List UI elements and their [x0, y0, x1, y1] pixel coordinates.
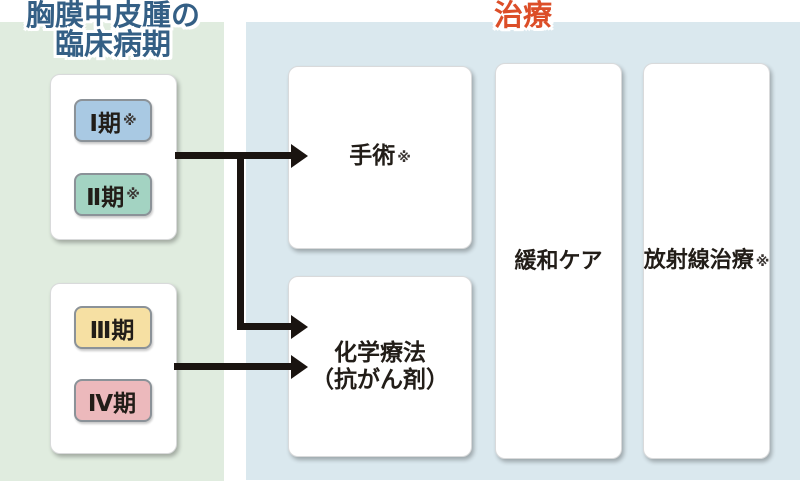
stage-3-chip: Ⅲ期: [74, 306, 152, 349]
arrow-branch-to-chemotherapy-head-icon: [291, 315, 308, 339]
chemotherapy-label-wrap: 化学療法 （抗がん剤）: [311, 340, 449, 394]
arrow-stages12-to-surgery-shaft: [175, 152, 291, 159]
stage-2-label: Ⅱ期: [86, 184, 125, 211]
surgery-label: 手術: [349, 143, 396, 169]
arrow-stages12-to-surgery-head-icon: [291, 144, 308, 168]
palliative-care-label-wrap: 緩和ケア: [514, 248, 602, 275]
chemotherapy-label-line1: 化学療法: [334, 339, 426, 366]
surgery-label-wrap: 手術※: [349, 143, 411, 172]
stage-1-chip: Ⅰ期※: [74, 99, 152, 142]
stage-4-chip: Ⅳ期: [74, 379, 152, 422]
arrow-stages34-to-chemotherapy-shaft: [174, 363, 291, 370]
radiation-therapy-label-wrap: 放射線治療※: [644, 247, 770, 276]
surgery-note: ※: [397, 150, 411, 166]
radiation-therapy-box: 放射線治療※: [643, 63, 770, 459]
radiation-therapy-label: 放射線治療: [643, 247, 754, 273]
stage-panel-title: 胸膜中皮腫の 臨床病期: [0, 1, 226, 59]
stage-4-label: Ⅳ期: [87, 390, 137, 417]
radiation-therapy-note: ※: [755, 253, 770, 270]
arrow-branch-vertical-shaft: [237, 152, 244, 330]
chemotherapy-label-line2: （抗がん剤）: [311, 366, 449, 393]
stage-2-note: ※: [126, 186, 140, 203]
treatment-panel-title: 治療: [493, 0, 552, 32]
stage-1-note: ※: [122, 112, 137, 129]
palliative-care-box: 緩和ケア: [495, 63, 622, 459]
arrow-branch-to-chemotherapy-shaft: [237, 323, 291, 330]
stage-panel-title-line2: 臨床病期: [54, 27, 171, 61]
surgery-box: 手術※: [288, 66, 472, 249]
stage-2-chip: Ⅱ期※: [74, 173, 152, 216]
stage-3-label: Ⅲ期: [89, 317, 135, 344]
arrow-stages34-to-chemotherapy-head-icon: [291, 355, 308, 379]
stage-panel-title-line1: 胸膜中皮腫の: [25, 0, 200, 32]
chemotherapy-box: 化学療法 （抗がん剤）: [288, 276, 472, 457]
palliative-care-label: 緩和ケア: [514, 248, 603, 274]
stage-1-label: Ⅰ期: [89, 110, 121, 137]
